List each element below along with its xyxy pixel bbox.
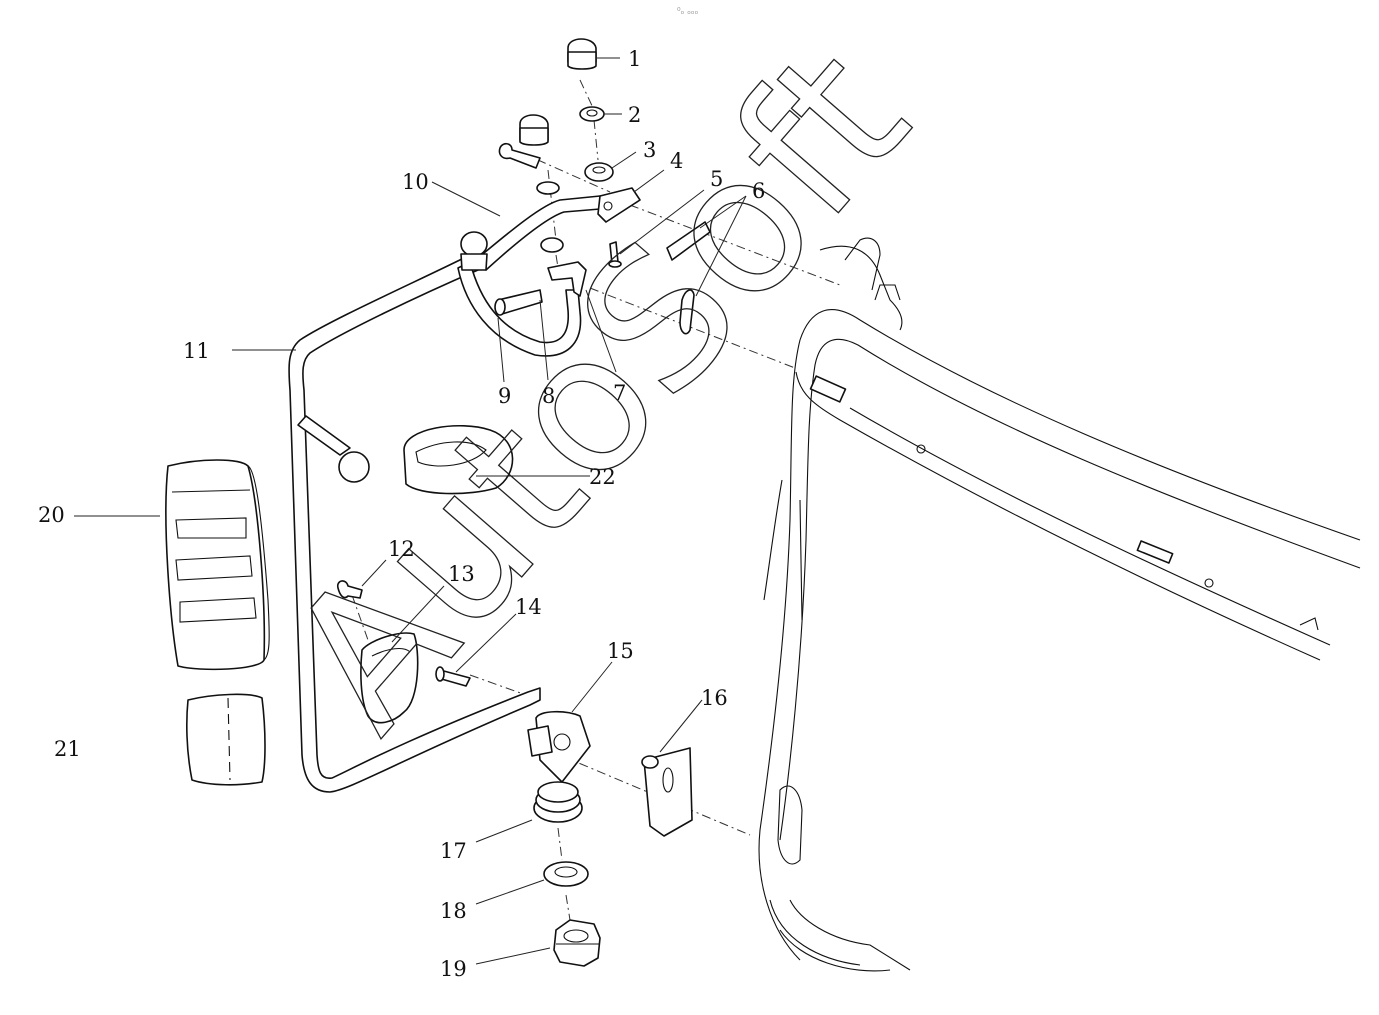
small-mirror <box>186 693 266 786</box>
callout-20: 20 <box>38 503 65 527</box>
callout-12: 12 <box>388 537 415 561</box>
leader-lines <box>74 57 747 965</box>
callout-17: 17 <box>440 839 467 863</box>
callout-16: 16 <box>701 686 728 710</box>
callout-2: 2 <box>628 103 641 127</box>
callout-3: 3 <box>643 138 656 162</box>
callout-6: 6 <box>752 179 765 203</box>
callout-21: 21 <box>54 737 81 761</box>
callout-8: 8 <box>542 384 555 408</box>
callout-11: 11 <box>183 339 210 363</box>
callout-5: 5 <box>710 167 723 191</box>
callout-9: 9 <box>498 384 511 408</box>
cover-22 <box>403 424 514 495</box>
lower-assembly <box>336 580 693 967</box>
callout-labels: 1 2 3 4 5 6 7 8 9 10 11 12 13 14 15 16 1… <box>38 47 765 981</box>
callout-22: 22 <box>589 465 616 489</box>
top-mark: ⁰ₒ ₒₒₒ <box>677 7 699 17</box>
callout-19: 19 <box>440 957 467 981</box>
cab-body <box>758 237 1361 972</box>
callout-14: 14 <box>515 595 542 619</box>
main-mirror <box>165 459 270 671</box>
mirror-arm <box>288 194 613 793</box>
callout-10: 10 <box>402 170 429 194</box>
top-hardware <box>494 38 711 335</box>
callout-13: 13 <box>448 562 475 586</box>
callout-15: 15 <box>607 639 634 663</box>
callout-7: 7 <box>613 381 626 405</box>
callout-1: 1 <box>628 47 641 71</box>
callout-18: 18 <box>440 899 467 923</box>
callout-4: 4 <box>670 149 683 173</box>
